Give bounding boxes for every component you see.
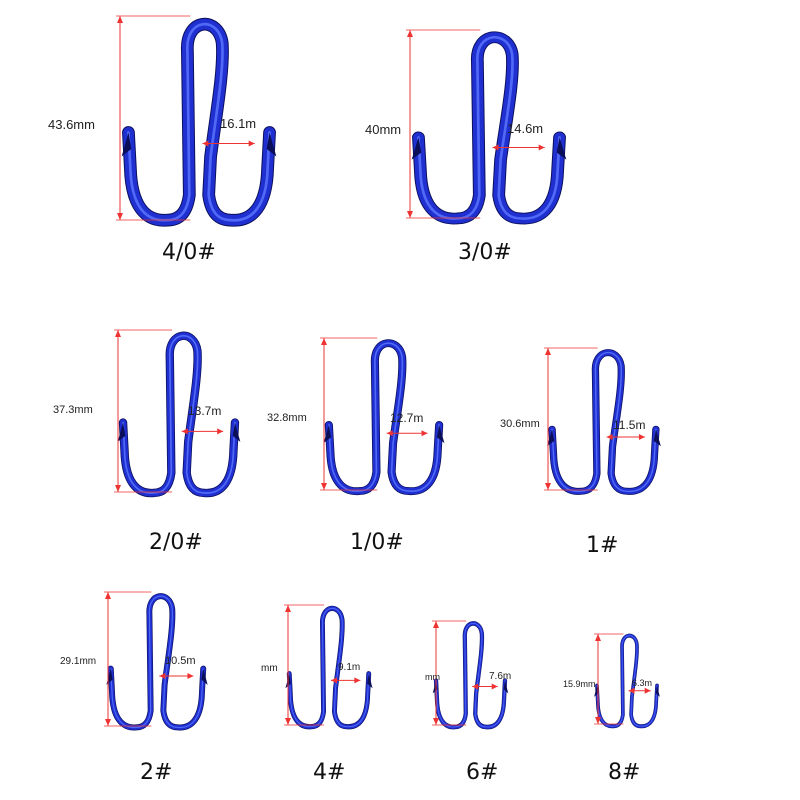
hook-size-item <box>428 617 513 730</box>
length-measurement: 30.6mm <box>500 418 540 430</box>
hook-size-label: 4/0# <box>162 240 216 265</box>
hook-size-item <box>100 588 214 731</box>
length-marker <box>284 604 325 726</box>
gap-marker <box>159 673 194 680</box>
hook-size-label: 2# <box>140 760 173 785</box>
length-measurement: 29.1mm <box>60 656 97 667</box>
hook-shape <box>323 339 445 496</box>
hook-size-item <box>110 326 248 498</box>
gap-marker <box>628 687 651 694</box>
length-measurement: mm <box>261 663 278 674</box>
hook-shape <box>547 349 661 495</box>
length-marker <box>406 29 481 219</box>
length-marker <box>432 620 467 726</box>
hook-size-item <box>402 26 576 225</box>
gap-marker <box>330 677 361 684</box>
double-hook-illustration <box>114 329 241 498</box>
hook-size-label: 4# <box>313 760 346 785</box>
hook-size-label: 8# <box>608 760 641 785</box>
length-measurement: 32.8mm <box>267 412 307 424</box>
length-marker <box>104 591 152 727</box>
hook-size-label: 2/0# <box>149 530 203 555</box>
gap-marker <box>606 434 645 440</box>
gap-measurement: 12.7m <box>390 411 424 425</box>
hook-size-item <box>280 601 378 730</box>
hook-size-label: 6# <box>466 760 499 785</box>
length-measurement: mm <box>425 672 440 682</box>
hook-shape <box>594 633 660 729</box>
hook-shape <box>411 31 567 225</box>
hook-size-item <box>316 334 452 496</box>
gap-measurement: 13.7m <box>188 404 222 418</box>
gap-measurement: 6.3m <box>632 678 653 688</box>
double-hook-illustration <box>116 15 277 227</box>
hook-shape <box>432 621 509 730</box>
gap-marker <box>472 683 498 690</box>
gap-marker <box>386 430 428 437</box>
gap-measurement: 9.1m <box>338 662 361 673</box>
gap-measurement: 14.6m <box>507 121 544 136</box>
length-marker <box>116 15 191 221</box>
length-measurement: 15.9mm <box>563 679 596 689</box>
length-measurement: 37.3mm <box>53 404 93 416</box>
hook-size-label: 3/0# <box>458 240 512 265</box>
length-marker <box>544 347 598 491</box>
gap-measurement: 10.5m <box>165 655 196 667</box>
hook-size-item <box>112 12 286 227</box>
length-measurement: 43.6mm <box>48 117 95 132</box>
hook-size-item <box>590 630 664 729</box>
gap-measurement: 11.5m <box>613 418 646 432</box>
gap-measurement: 7.6m <box>489 671 512 682</box>
hook-shape <box>106 593 208 731</box>
double-hook-illustration <box>104 591 208 731</box>
hook-size-item <box>540 344 668 495</box>
double-hook-illustration <box>594 633 660 729</box>
gap-marker <box>492 144 545 151</box>
double-hook-illustration <box>544 347 661 495</box>
double-hook-illustration <box>432 620 509 730</box>
length-marker <box>114 329 173 493</box>
hook-size-label: 1# <box>586 533 619 558</box>
length-marker <box>594 633 624 725</box>
gap-marker <box>202 140 255 147</box>
double-hook-illustration <box>320 337 445 496</box>
hook-shape <box>117 331 241 498</box>
length-marker <box>320 337 378 491</box>
hook-size-label: 1/0# <box>350 530 404 555</box>
double-hook-illustration <box>284 604 373 730</box>
length-measurement: 40mm <box>365 122 402 137</box>
double-hook-illustration <box>406 29 567 225</box>
gap-measurement: 16.1m <box>220 116 257 131</box>
gap-marker <box>181 428 224 435</box>
hook-shape <box>285 605 373 730</box>
